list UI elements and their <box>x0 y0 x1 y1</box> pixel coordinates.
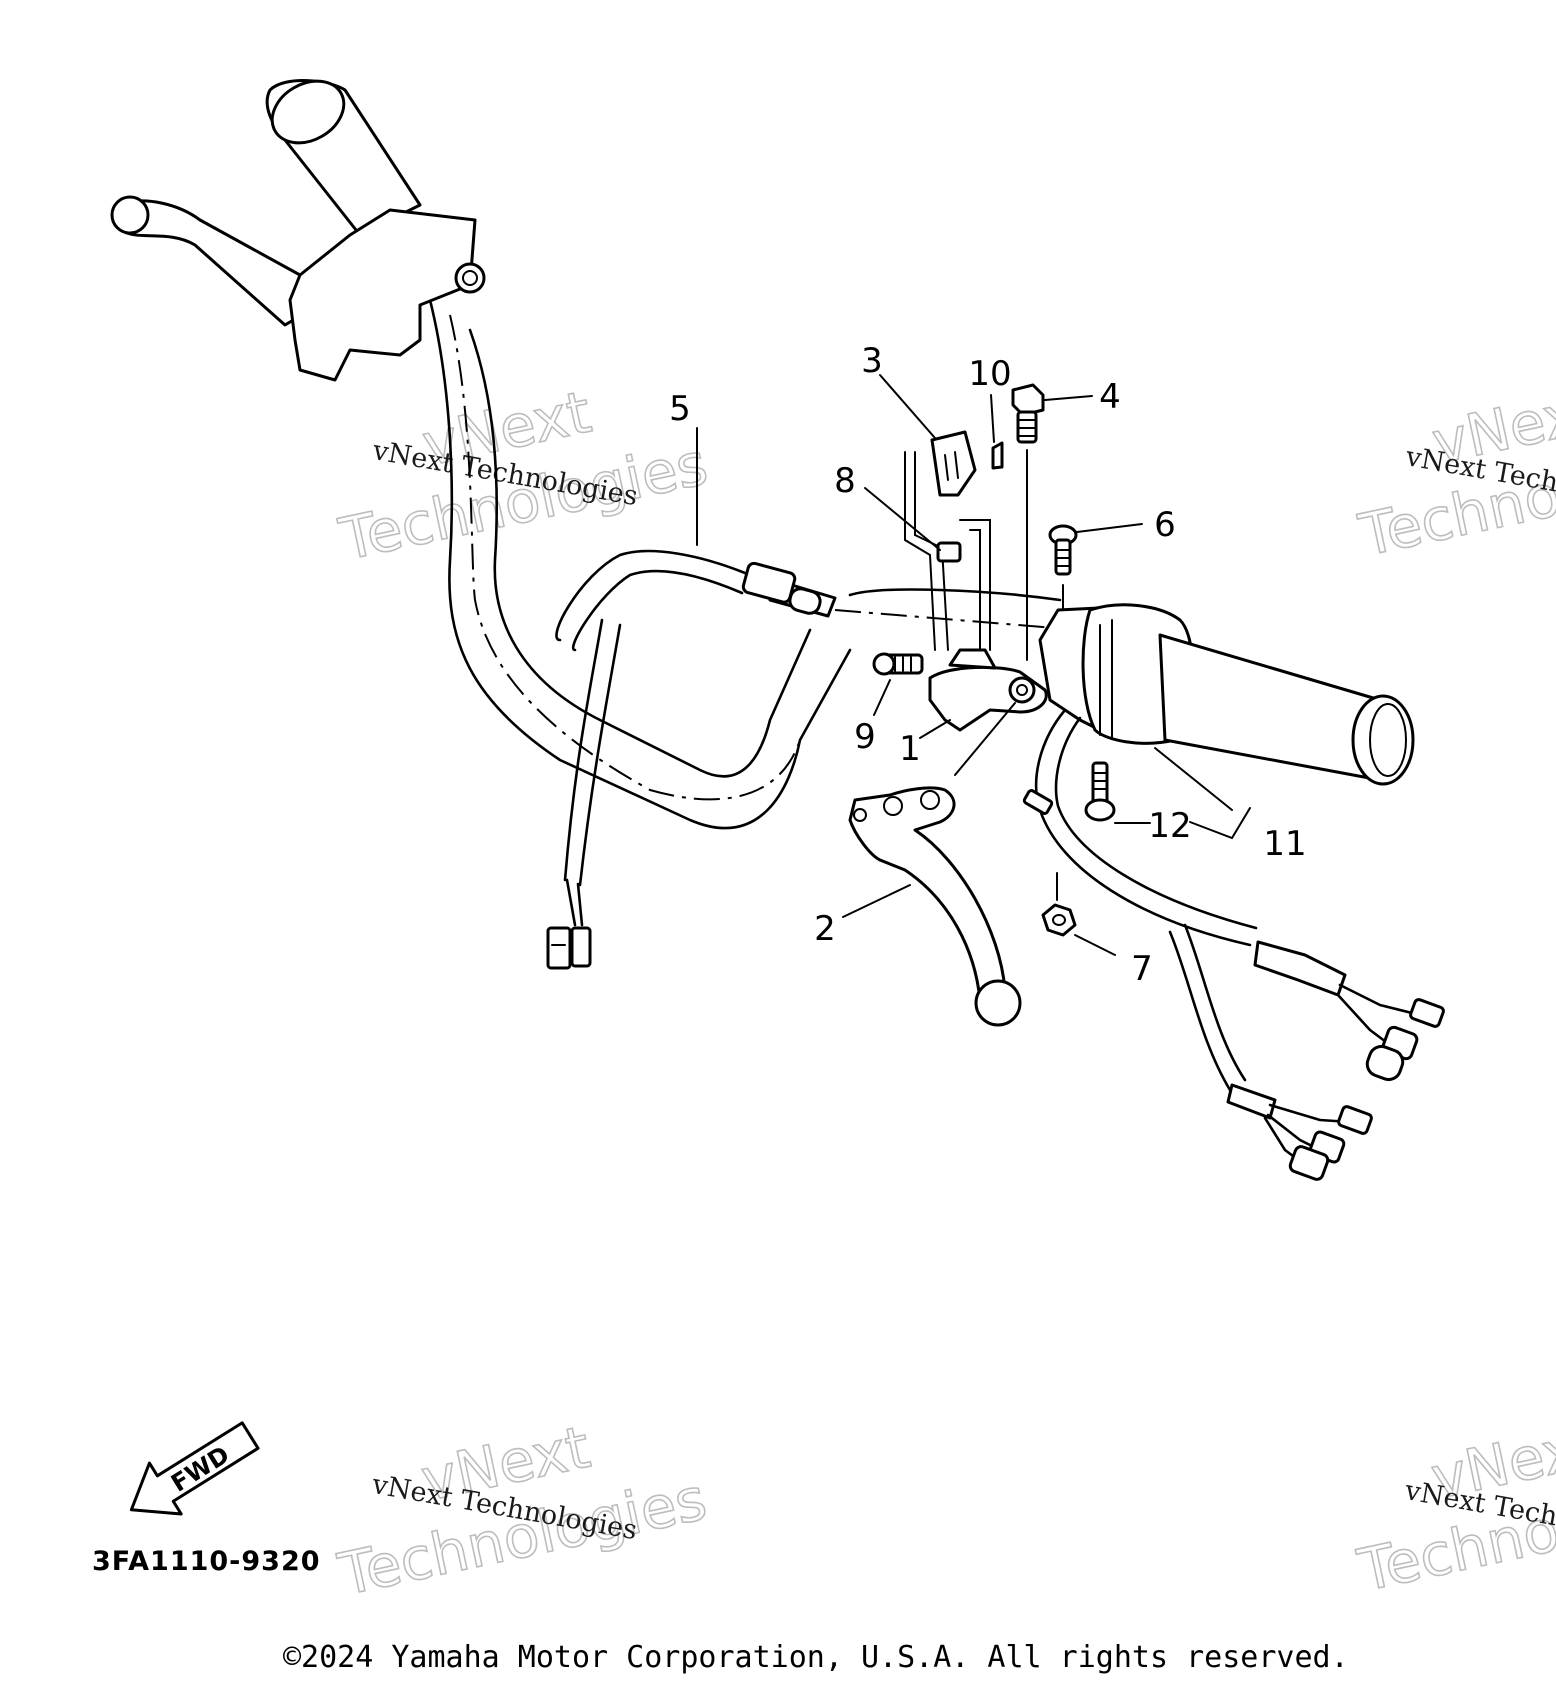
callout-10: 10 <box>968 354 1011 394</box>
part-9-bolt <box>872 652 924 676</box>
wiring-harness <box>1022 708 1445 1181</box>
fwd-arrow-icon: FWD <box>129 1421 260 1516</box>
callout-2: 2 <box>814 909 836 949</box>
callout-7: 7 <box>1131 949 1153 989</box>
left-grip-assembly <box>110 79 486 382</box>
callout-3: 3 <box>861 341 883 381</box>
part-12-screw <box>1084 761 1116 822</box>
part-1-lever-holder <box>928 648 1048 732</box>
copyright-text: ©2024 Yamaha Motor Corporation, U.S.A. A… <box>283 1640 1349 1675</box>
callout-4: 4 <box>1099 377 1121 417</box>
handlebar <box>428 298 1081 830</box>
callout-12: 12 <box>1148 806 1191 846</box>
part-5-clutch-switch-cable <box>546 549 837 970</box>
part-2-clutch-lever <box>848 786 1022 1027</box>
part-8-nut <box>936 541 962 563</box>
reference-code: 3FA1110-9320 <box>92 1546 321 1577</box>
callout-9: 9 <box>854 717 876 757</box>
part-7-nut <box>1041 872 1077 937</box>
part-4-bolt <box>1011 383 1045 661</box>
callout-1: 1 <box>899 729 921 769</box>
callout-6: 6 <box>1154 505 1176 545</box>
part-11-handlebar-switch <box>1038 603 1415 786</box>
callout-11: 11 <box>1263 824 1306 864</box>
part-10-pin <box>991 441 1004 470</box>
leader-lines <box>696 374 1251 956</box>
part-6-screw <box>1048 524 1078 613</box>
callout-8: 8 <box>834 461 856 501</box>
callout-5: 5 <box>669 389 691 429</box>
